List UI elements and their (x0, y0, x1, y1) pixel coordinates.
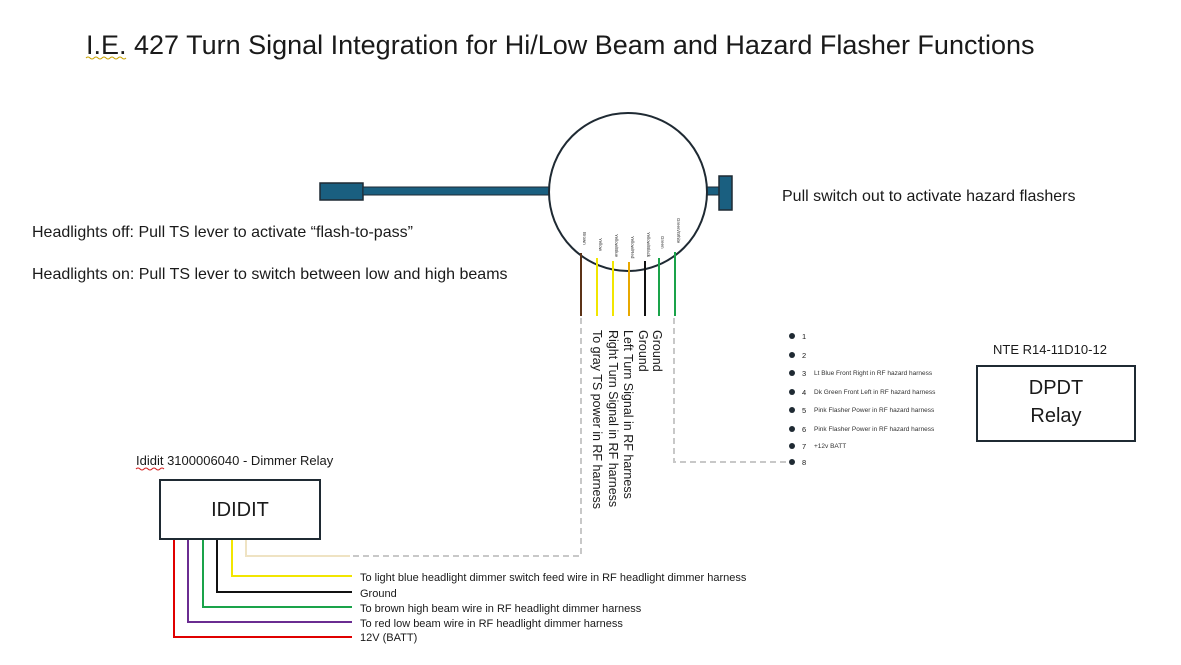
ididit-wire (173, 540, 352, 638)
pin-bullet (789, 443, 795, 449)
switch-wire-tag: Brown (582, 232, 587, 245)
switch-wire-tag: Yellow/Red (630, 236, 635, 259)
dashed-connector-ididit (348, 318, 582, 557)
note-headlights-off: Headlights off: Pull TS lever to activat… (32, 224, 413, 241)
dashed-connector-relay (673, 318, 788, 463)
lever-handle (319, 182, 364, 201)
ididit-wire (216, 540, 352, 593)
pin-bullet (789, 352, 795, 358)
pin-bullet (789, 370, 795, 376)
turn-signal-switch-body (548, 112, 708, 272)
switch-wire-tag: Yellow (598, 238, 603, 252)
pin-number: 2 (802, 351, 806, 360)
switch-wire-label: To gray TS power in RF harness (590, 330, 604, 509)
switch-wire-label: Left Turn Signal in RF harness (621, 330, 635, 499)
switch-wire-label: Right Turn Signal in RF harness (606, 330, 620, 507)
ididit-part-label: Ididit 3100006040 - Dimmer Relay (136, 453, 334, 468)
pin-label: Lt Blue Front Right in RF hazard harness (814, 370, 933, 377)
ididit-wire (231, 540, 352, 577)
dpdt-relay-box (976, 365, 1136, 442)
ididit-wire (202, 540, 352, 608)
ididit-wire (187, 540, 352, 623)
switch-wire-tag: Yellow/Blue (614, 234, 619, 258)
pin-label: Pink Flasher Power in RF hazard harness (814, 426, 935, 433)
pin-bullet (789, 333, 795, 339)
pin-number: 8 (802, 458, 806, 467)
pin-bullet (789, 459, 795, 465)
pin-label: +12v BATT (814, 443, 846, 450)
ididit-wire-label: 12V (BATT) (360, 632, 417, 644)
spellcheck-underline (135, 467, 165, 471)
switch-wire-tag: Green (660, 236, 665, 249)
switch-wire-label: Ground (650, 330, 664, 372)
ididit-feed-wire-beige (245, 540, 350, 557)
ididit-wire-label: Ground (360, 588, 397, 600)
pin-number: 5 (802, 406, 806, 415)
pin-number: 4 (802, 388, 806, 397)
dpdt-relay-line1: DPDT (1029, 377, 1083, 399)
pin-bullet (789, 426, 795, 432)
note-hazard: Pull switch out to activate hazard flash… (782, 188, 1075, 205)
diagram-title: I.E. 427 Turn Signal Integration for Hi/… (86, 30, 1035, 60)
nte-part-label: NTE R14-11D10-12 (993, 342, 1107, 357)
pin-number: 7 (802, 442, 806, 451)
pin-number: 3 (802, 369, 806, 378)
ididit-relay-box (159, 479, 321, 540)
switch-wire-tag: Green/White (676, 218, 681, 244)
pin-bullet (789, 389, 795, 395)
switch-wire-tag: Yellow/Black (646, 232, 651, 258)
note-headlights-on: Headlights on: Pull TS lever to switch b… (32, 266, 508, 283)
pin-label: Dk Green Front Left in RF hazard harness (814, 389, 936, 396)
spellcheck-underline (85, 56, 127, 60)
relay-pin-list: 1 2 3 Lt Blue Front Right in RF hazard h… (789, 332, 936, 467)
pin-bullet (789, 407, 795, 413)
ididit-wire-label: To brown high beam wire in RF headlight … (360, 603, 642, 615)
switch-wire-label: Ground (636, 330, 650, 372)
pin-number: 6 (802, 425, 806, 434)
ididit-wire-label: To light blue headlight dimmer switch fe… (360, 572, 747, 584)
hazard-knob (718, 175, 733, 211)
ididit-wire-label: To red low beam wire in RF headlight dim… (360, 618, 623, 630)
ididit-relay-name: IDIDIT (211, 499, 269, 521)
lever-shaft (362, 186, 552, 196)
pin-label: Pink Flasher Power in RF hazard harness (814, 407, 935, 414)
dpdt-relay-line2: Relay (1030, 405, 1081, 427)
switch-wires (580, 252, 676, 316)
pin-number: 1 (802, 332, 806, 341)
